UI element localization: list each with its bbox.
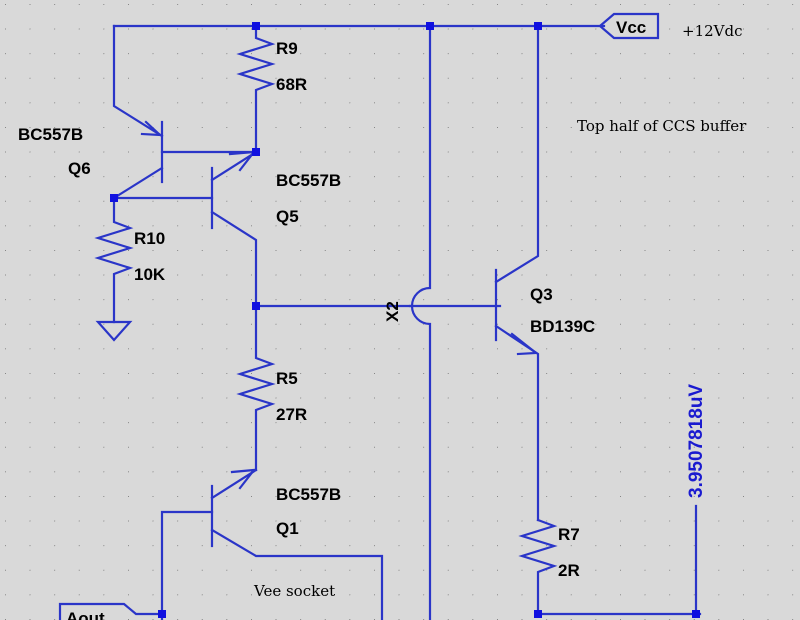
vcc-flag[interactable]: Vcc xyxy=(598,12,660,40)
supply-note: +12Vdc xyxy=(682,22,743,40)
q3-ref-label: Q3 xyxy=(530,285,553,304)
resistor-r9[interactable] xyxy=(236,24,276,152)
circuit-title-note: Top half of CCS buffer xyxy=(577,117,747,135)
resistor-r5[interactable] xyxy=(236,304,276,472)
x2-ref-label: X2 xyxy=(383,301,402,322)
q5-model-label: BC557B xyxy=(276,171,341,190)
resistor-r10[interactable] xyxy=(94,196,134,324)
q3-model-label: BD139C xyxy=(530,317,595,336)
r7-ref-label: R7 xyxy=(558,525,580,544)
vee-socket-note: Vee socket xyxy=(253,582,335,600)
transistor-q6[interactable] xyxy=(112,24,258,200)
q6-model-label: BC557B xyxy=(18,125,83,144)
r9-value-label: 68R xyxy=(276,75,307,94)
transistor-q5[interactable] xyxy=(112,150,258,308)
resistor-r7[interactable] xyxy=(518,518,702,616)
r5-ref-label: R5 xyxy=(276,369,298,388)
ground-symbol xyxy=(95,320,133,342)
transistor-q1[interactable] xyxy=(160,468,384,620)
aout-flag-label: Aout xyxy=(66,609,105,620)
r7-value-label: 2R xyxy=(558,561,580,580)
q5-ref-label: Q5 xyxy=(276,207,299,226)
vcc-flag-label: Vcc xyxy=(616,18,646,37)
transistor-q3[interactable] xyxy=(494,24,540,522)
q1-ref-label: Q1 xyxy=(276,519,299,538)
q1-model-label: BC557B xyxy=(276,485,341,504)
r5-value-label: 27R xyxy=(276,405,307,424)
component-x2[interactable] xyxy=(408,24,502,620)
junction-dots xyxy=(110,22,700,618)
q6-ref-label: Q6 xyxy=(68,159,91,178)
probe-voltage-label[interactable]: 3.9507818uV xyxy=(686,384,707,498)
r9-ref-label: R9 xyxy=(276,39,298,58)
aout-flag[interactable]: Aout xyxy=(58,602,164,620)
r10-ref-label: R10 xyxy=(134,229,165,248)
r10-value-label: 10K xyxy=(134,265,166,284)
